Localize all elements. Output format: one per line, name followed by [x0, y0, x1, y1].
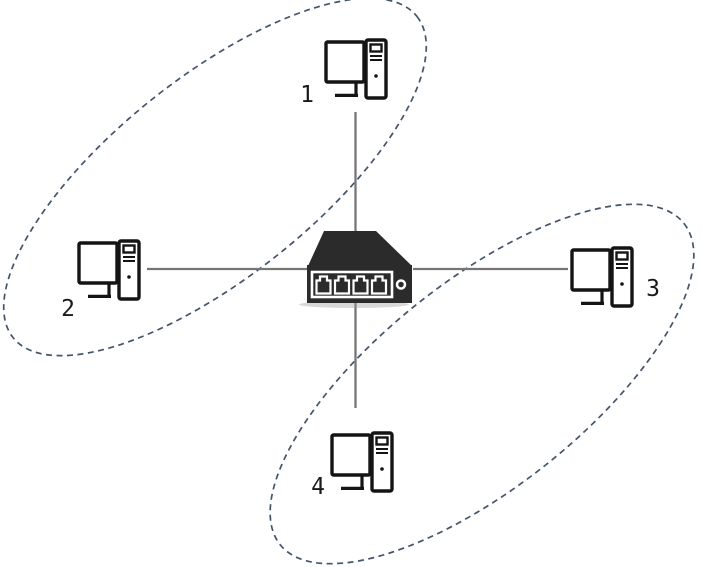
computer-icon — [77, 239, 141, 301]
computer-node-2 — [77, 239, 141, 301]
switch-led — [395, 279, 407, 290]
node-label-4: 4 — [311, 474, 325, 500]
node-label-1: 1 — [300, 82, 314, 108]
switch-ports — [315, 275, 388, 295]
node-label-3: 3 — [646, 276, 660, 302]
group-ellipse-b — [269, 203, 695, 565]
node-label-2: 2 — [61, 296, 75, 322]
computer-node-1 — [324, 38, 388, 100]
computer-icon — [324, 38, 388, 100]
group-ellipse-a — [2, 0, 428, 357]
computer-icon — [330, 431, 394, 493]
computer-icon — [570, 246, 634, 308]
ethernet-switch-icon — [299, 231, 412, 308]
computer-node-4 — [330, 431, 394, 493]
computer-node-3 — [570, 246, 634, 308]
